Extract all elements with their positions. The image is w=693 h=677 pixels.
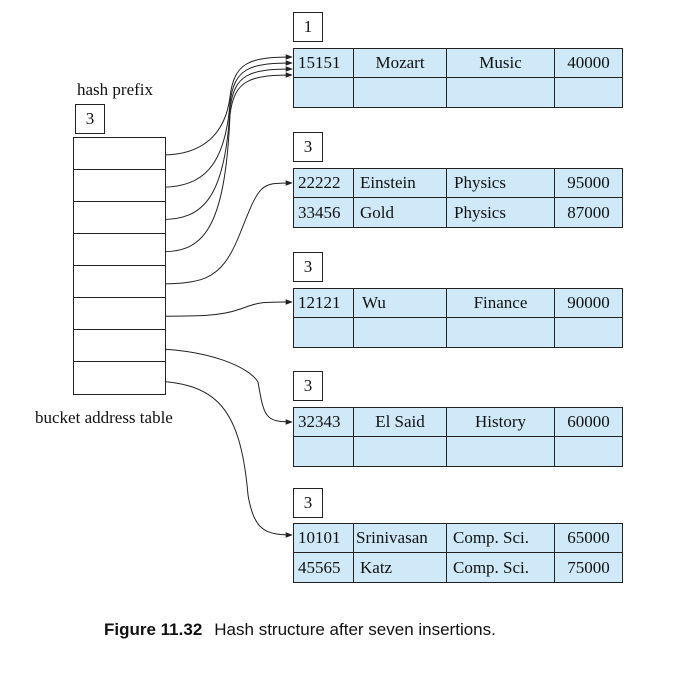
directory-slot	[74, 362, 165, 394]
empty-cell	[354, 318, 447, 347]
bucket-record: 22222 Einstein Physics 95000	[294, 169, 622, 198]
record-dept: Physics	[447, 169, 555, 197]
pointer-arrow	[141, 180, 293, 285]
record-salary: 60000	[567, 412, 610, 431]
pointer-arrow	[141, 348, 293, 425]
record-salary: 65000	[567, 528, 610, 547]
bucket-3: 12121 Wu Finance 90000	[293, 288, 623, 348]
bucket-4: 32343 El Said History 60000	[293, 407, 623, 467]
empty-cell	[294, 78, 354, 107]
directory-slot	[74, 138, 165, 170]
bucket-record: 45565 Katz Comp. Sci. 75000	[294, 553, 622, 582]
record-id: 33456	[294, 198, 354, 227]
pointer-arrow	[141, 299, 293, 317]
pointer-arrow	[142, 54, 293, 156]
record-salary: 75000	[567, 557, 610, 577]
local-depth-box: 3	[293, 132, 323, 162]
directory-slot	[74, 170, 165, 202]
record-dept: Music	[447, 49, 555, 77]
record-name: Srinivasan	[354, 524, 447, 552]
pointer-arrow	[142, 72, 293, 253]
record-name: Gold	[354, 198, 447, 227]
record-salary: 95000	[567, 173, 610, 192]
record-salary: 40000	[567, 53, 610, 72]
bucket-2: 22222 Einstein Physics 95000 33456 Gold …	[293, 168, 623, 228]
empty-cell	[354, 437, 447, 466]
record-id: 22222	[294, 169, 354, 197]
record-id: 32343	[294, 408, 354, 436]
record-name: Einstein	[354, 169, 447, 197]
directory-slot	[74, 234, 165, 266]
figure-caption-text: Hash structure after seven insertions.	[214, 620, 496, 639]
directory-slot	[74, 202, 165, 234]
record-name: Wu	[354, 289, 447, 317]
pointer-arrow	[141, 380, 293, 538]
bucket-record: 32343 El Said History 60000	[294, 408, 622, 437]
empty-cell	[294, 437, 354, 466]
bucket-address-table-label: bucket address table	[35, 408, 173, 427]
record-name: Mozart	[354, 49, 447, 77]
record-dept: Comp. Sci.	[447, 524, 555, 552]
record-dept: Physics	[447, 198, 555, 227]
record-id: 45565	[294, 553, 354, 582]
bucket-5: 10101 Srinivasan Comp. Sci. 65000 45565 …	[293, 523, 623, 583]
bucket-record: 15151 Mozart Music 40000	[294, 49, 622, 78]
figure-number: Figure 11.32	[104, 620, 203, 639]
bucket-record-empty	[294, 318, 622, 347]
record-id: 10101	[294, 524, 354, 552]
empty-cell	[555, 437, 622, 466]
pointer-arrow	[142, 60, 293, 188]
empty-cell	[294, 318, 354, 347]
record-id: 12121	[294, 289, 354, 317]
local-depth-box: 3	[293, 488, 323, 518]
record-name: Katz	[354, 553, 447, 582]
bucket-record: 33456 Gold Physics 87000	[294, 198, 622, 227]
bucket-record-empty	[294, 78, 622, 107]
empty-cell	[555, 78, 622, 107]
empty-cell	[555, 318, 622, 347]
record-dept: Finance	[447, 289, 555, 317]
local-depth-box: 3	[293, 252, 323, 282]
bucket-record: 10101 Srinivasan Comp. Sci. 65000	[294, 524, 622, 553]
bucket-1: 15151 Mozart Music 40000	[293, 48, 623, 108]
hash-prefix-label: hash prefix	[77, 80, 154, 99]
pointer-arrow	[142, 66, 293, 220]
figure-caption: Figure 11.32 Hash structure after seven i…	[104, 620, 496, 640]
local-depth-box: 1	[293, 12, 323, 42]
directory-slot	[74, 266, 165, 298]
empty-cell	[447, 318, 555, 347]
empty-cell	[447, 78, 555, 107]
directory-slot	[74, 330, 165, 362]
record-id: 15151	[294, 49, 354, 77]
empty-cell	[354, 78, 447, 107]
record-salary: 90000	[567, 293, 610, 312]
directory-slot	[74, 298, 165, 330]
local-depth-box: 3	[293, 371, 323, 401]
bucket-record-empty	[294, 437, 622, 466]
record-dept: Comp. Sci.	[447, 553, 555, 582]
bucket-address-table	[73, 137, 166, 395]
record-salary: 87000	[567, 202, 610, 222]
empty-cell	[447, 437, 555, 466]
bucket-record: 12121 Wu Finance 90000	[294, 289, 622, 318]
global-depth-box: 3	[75, 104, 105, 134]
record-dept: History	[447, 408, 555, 436]
record-name: El Said	[354, 408, 447, 436]
